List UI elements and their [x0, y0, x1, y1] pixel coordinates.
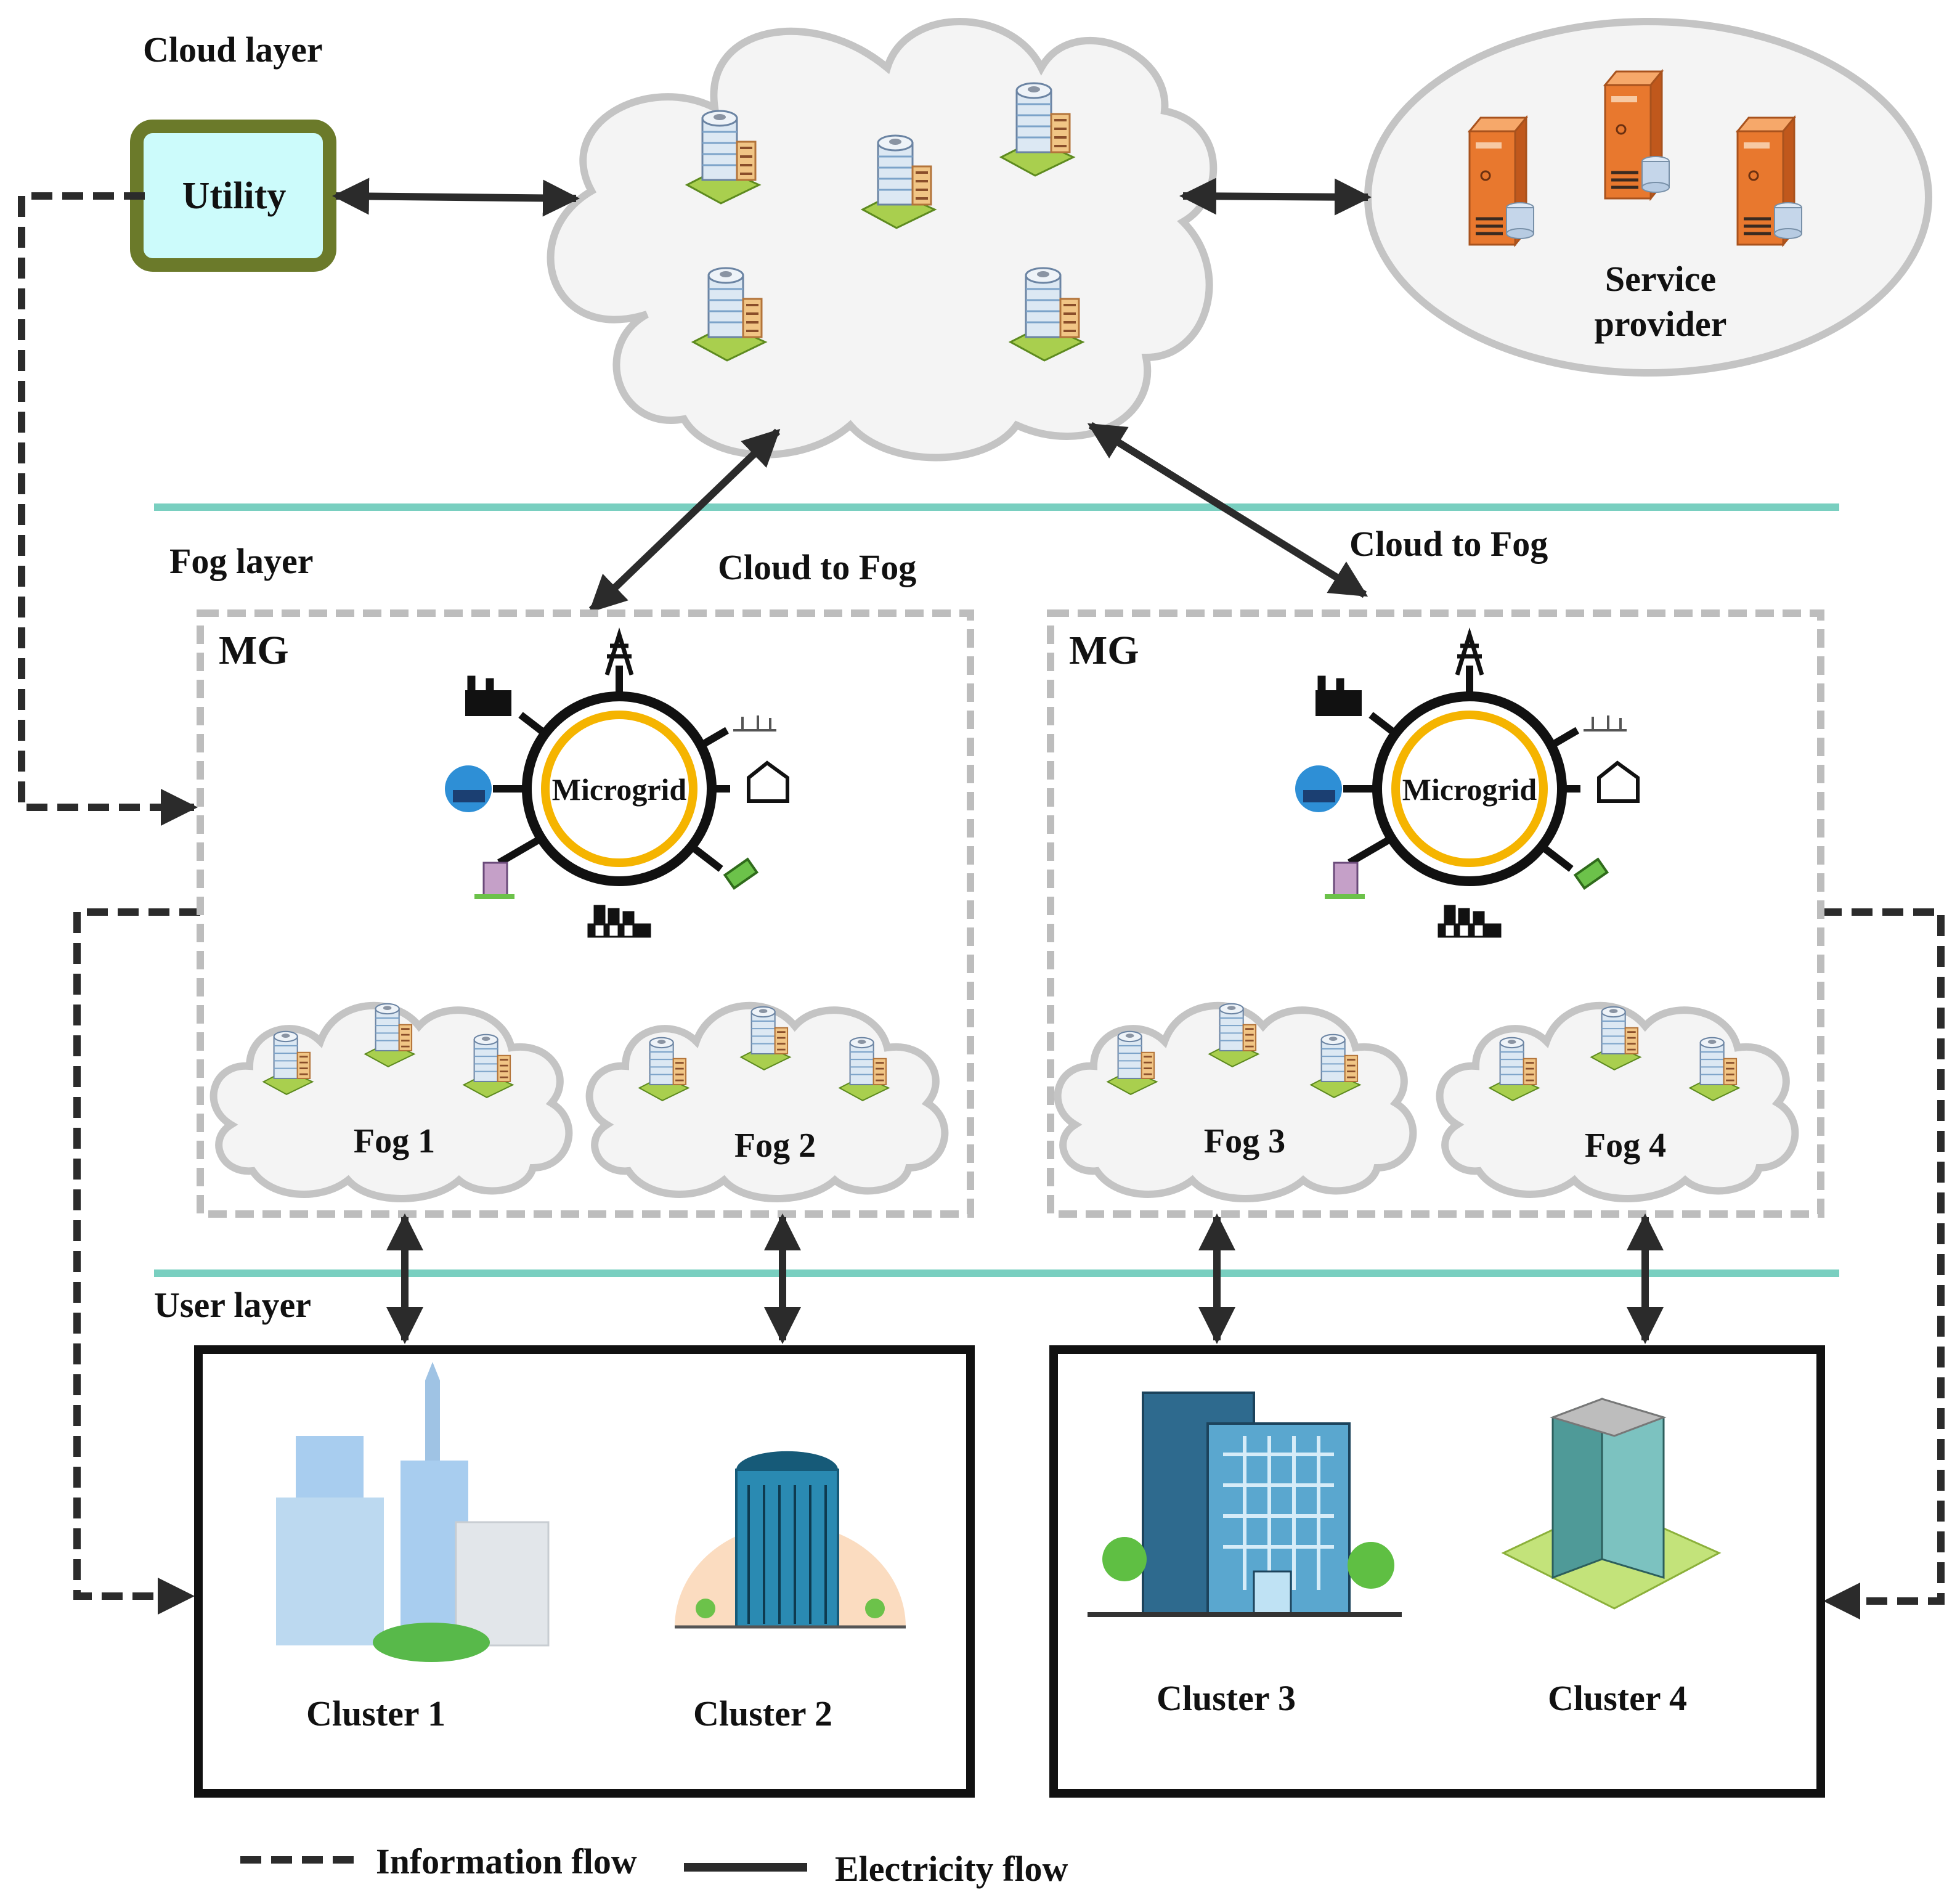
- legend-information-label: Information flow: [376, 1841, 637, 1881]
- fog-1-cloud: Fog 1: [209, 1001, 573, 1202]
- legend-electricity-label: Electricity flow: [835, 1849, 1068, 1889]
- power-plant-icon: [587, 905, 651, 938]
- cloud-provider-arrow: [1179, 177, 1372, 216]
- utility-label: Utility: [182, 175, 287, 217]
- factory-icon: [1315, 690, 1362, 716]
- fog-3-label: Fog 3: [1204, 1122, 1285, 1160]
- utility-box: Utility: [130, 120, 336, 272]
- cluster-3-building-icon: [1088, 1392, 1402, 1617]
- utility-cloud-arrow: [332, 177, 580, 217]
- fog-layer-label: Fog layer: [169, 541, 314, 581]
- fog-4-label: Fog 4: [1585, 1127, 1666, 1165]
- cluster-1-label: Cluster 1: [306, 1693, 445, 1734]
- cloud-to-fog-arrow-left: [588, 428, 781, 613]
- user-cluster-box-2: Cluster 3 Cluster 4: [1049, 1345, 1825, 1798]
- info-flow-mg1-to-clusters: [73, 908, 200, 1615]
- cluster-2-building-icon: [675, 1451, 906, 1629]
- server-icon: [1470, 118, 1534, 245]
- solar-panel-icon: [445, 765, 492, 812]
- power-plant-icon: [1437, 905, 1502, 938]
- cluster-4-building-icon: [1501, 1397, 1722, 1610]
- battery-icon: [1573, 857, 1609, 890]
- microgrid-hub: Microgrid: [445, 627, 789, 938]
- cloud-to-fog-arrow-right: [1087, 422, 1368, 598]
- main-cloud: [547, 18, 1218, 462]
- microgrid-block-1: MG Microgrid Fog 1: [197, 609, 974, 1218]
- solar-panel-icon: [1295, 765, 1342, 812]
- microgrid-hub: Microgrid: [1295, 627, 1640, 938]
- mg-label: MG: [219, 628, 289, 673]
- legend: Information flow Electricity flow: [240, 1841, 1068, 1889]
- microgrid-block-2: MG Microgrid Fog 3: [1047, 609, 1824, 1218]
- cloud-to-fog-label-left: Cloud to Fog: [718, 547, 916, 587]
- info-flow-utility-to-mg1: [18, 192, 198, 826]
- user-layer-label: User layer: [154, 1285, 311, 1325]
- home-icon: [1597, 760, 1640, 803]
- building-icon: [1333, 862, 1359, 898]
- microgrid-hub-label: Microgrid: [1402, 772, 1537, 807]
- server-icon: [1605, 71, 1669, 198]
- user-cluster-box-1: Cluster 1 Cluster 2: [194, 1345, 975, 1798]
- info-flow-mg2-to-clusters: [1821, 908, 1945, 1620]
- battery-icon: [723, 857, 759, 890]
- microgrid-hub-label: Microgrid: [552, 772, 687, 807]
- fog-3-cloud: Fog 3: [1054, 1001, 1417, 1202]
- building-icon: [482, 862, 508, 898]
- transmission-tower-icon: [1455, 627, 1484, 676]
- wind-turbine-icon: [1584, 715, 1627, 732]
- fog-2-cloud: Fog 2: [585, 1001, 949, 1202]
- service-provider: Service provider: [1364, 18, 1932, 377]
- service-provider-label-line2: provider: [1595, 304, 1727, 344]
- transmission-tower-icon: [604, 627, 634, 676]
- cluster-1-buildings-icon: [276, 1362, 550, 1662]
- fog-4-cloud: Fog 4: [1436, 1001, 1799, 1202]
- cluster-4-label: Cluster 4: [1548, 1678, 1687, 1718]
- factory-icon: [465, 690, 511, 716]
- cloud-to-fog-label-right: Cloud to Fog: [1349, 524, 1548, 564]
- service-provider-label-line1: Service: [1605, 259, 1716, 299]
- server-icon: [1738, 118, 1802, 245]
- wind-turbine-icon: [733, 715, 776, 732]
- home-icon: [747, 760, 789, 803]
- mg-label: MG: [1069, 628, 1139, 673]
- cluster-2-label: Cluster 2: [693, 1693, 832, 1734]
- cloud-layer-label: Cloud layer: [143, 30, 323, 70]
- fog-2-label: Fog 2: [734, 1127, 816, 1165]
- cluster-3-label: Cluster 3: [1157, 1678, 1296, 1718]
- fog-1-label: Fog 1: [354, 1122, 435, 1160]
